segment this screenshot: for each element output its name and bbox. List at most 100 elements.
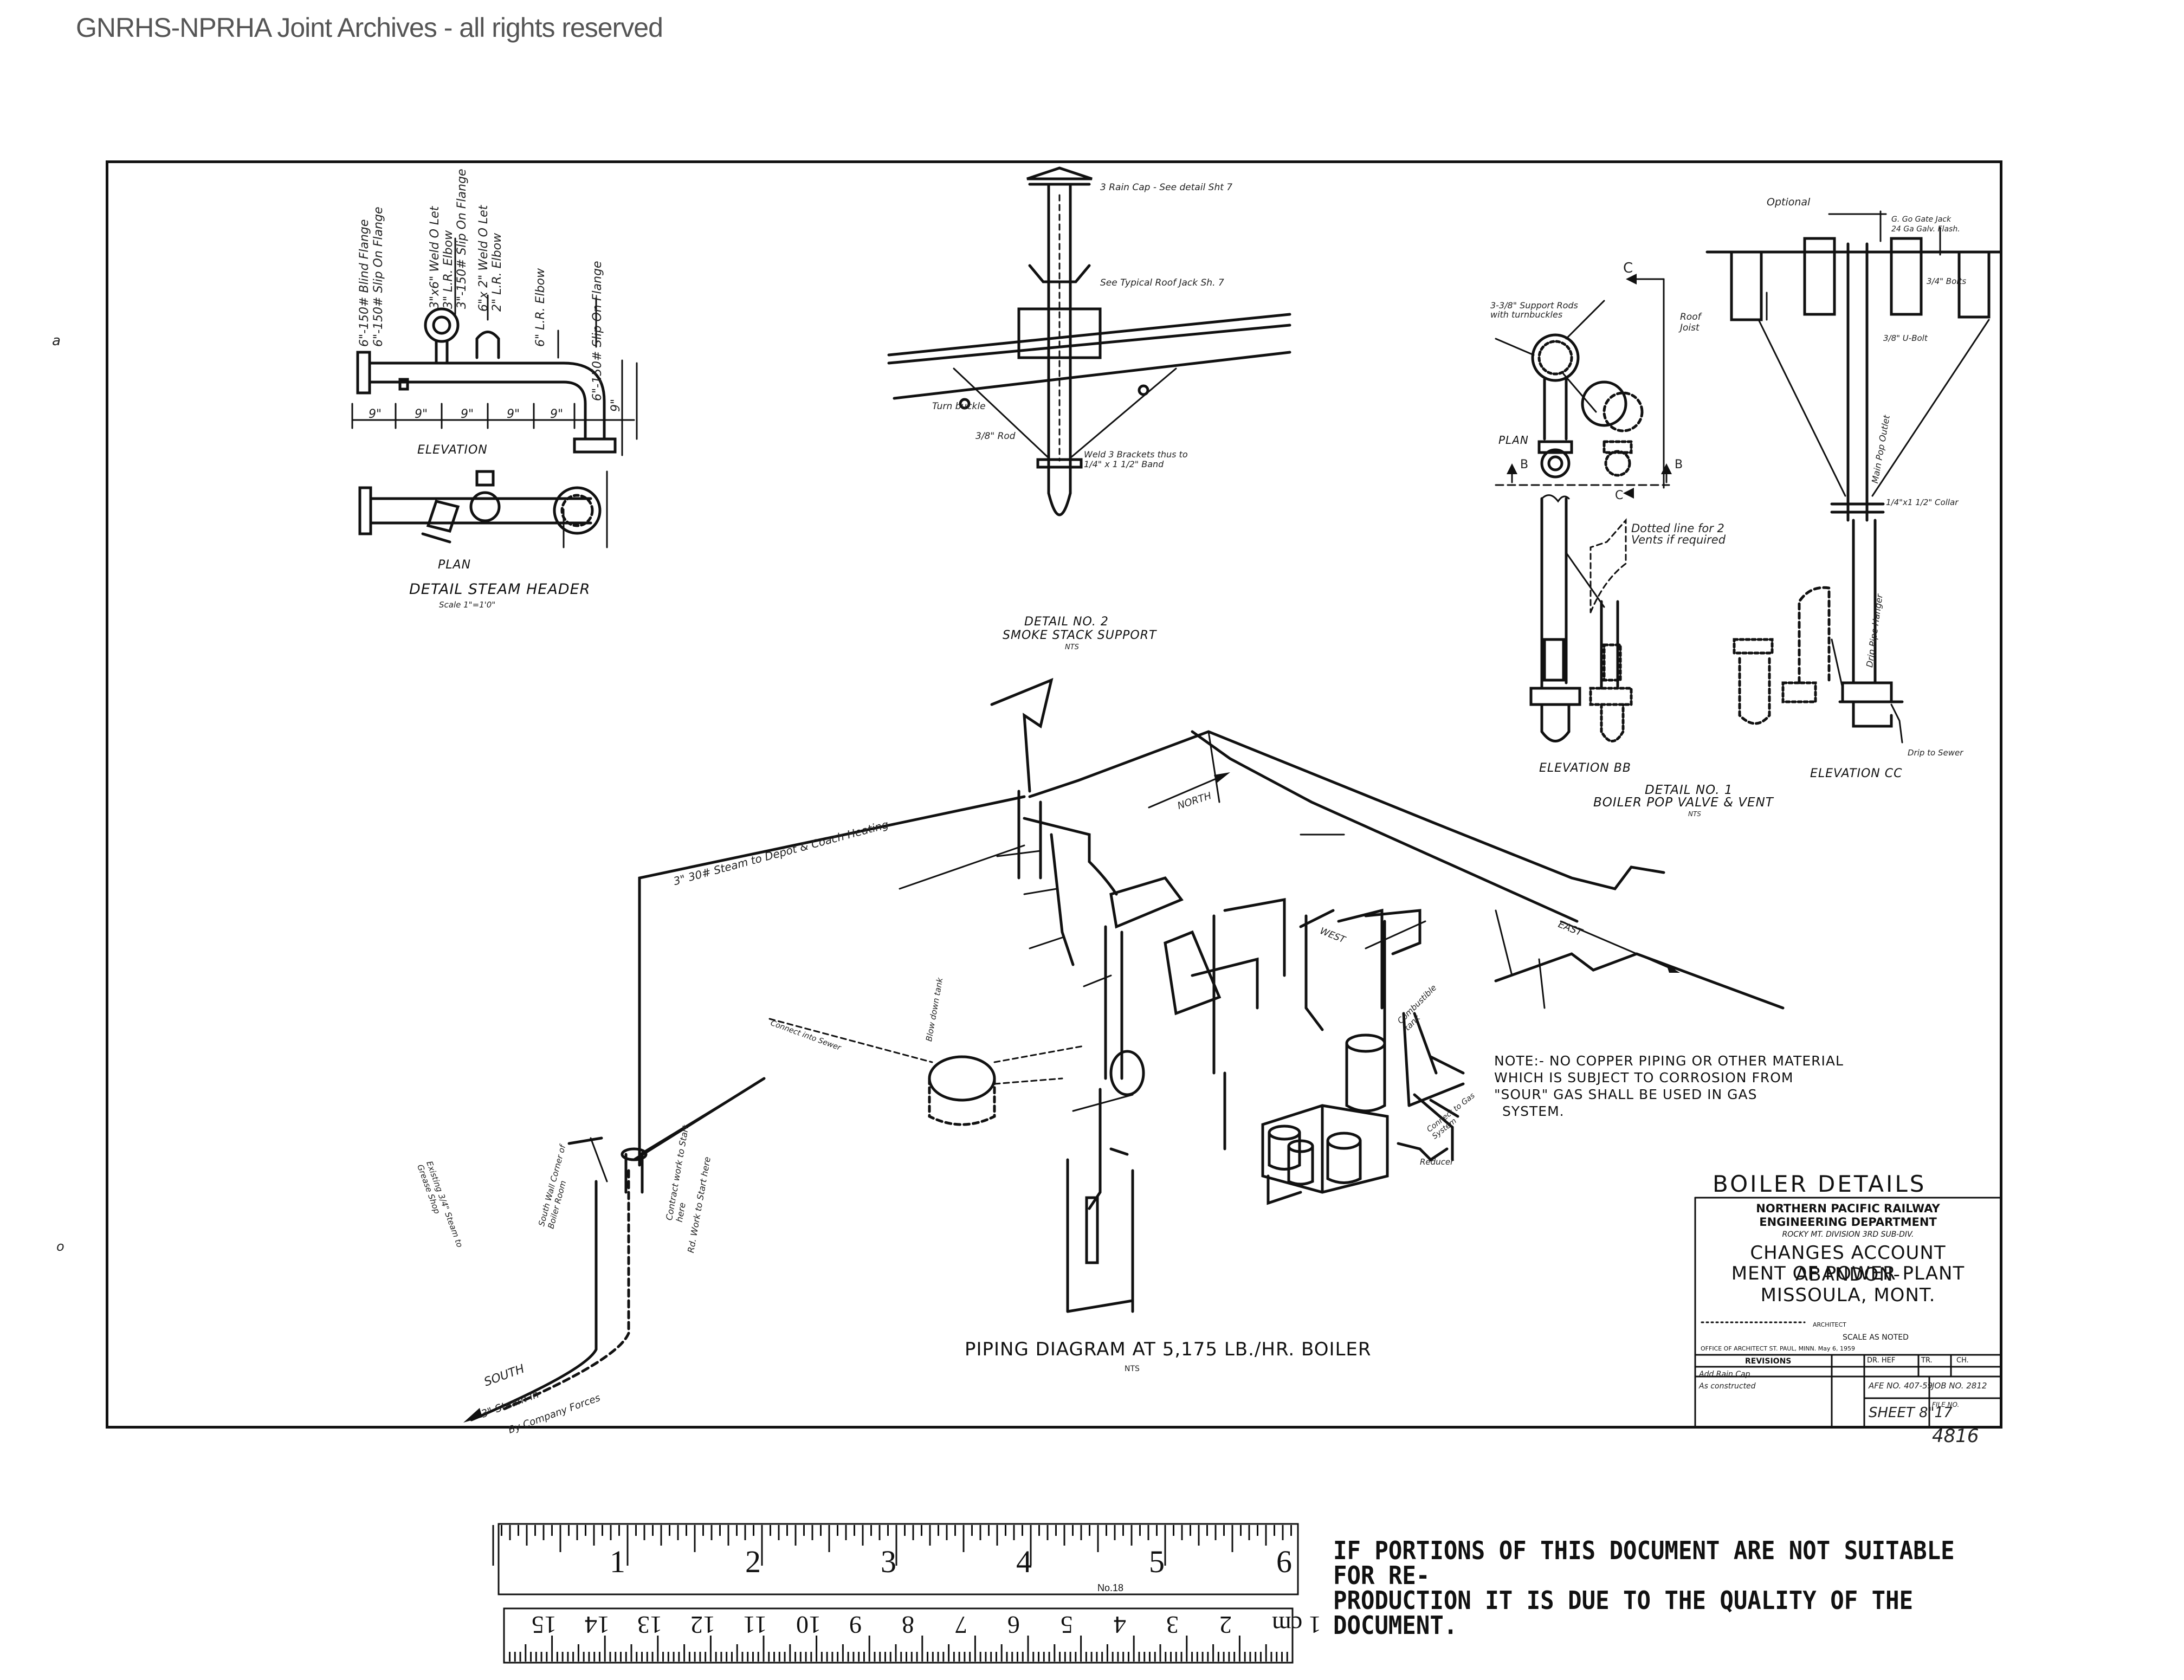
popvalve-collar: 1/4"x1 1/2" Collar: [1886, 497, 1959, 507]
popvalve-dotted-note: Dotted line for 2 Vents if required: [1631, 522, 1726, 546]
steam-header-elevation: [351, 237, 638, 456]
stack-rod: 3/8" Rod: [975, 431, 1016, 442]
pop-valve-plan: [1495, 278, 1670, 489]
ruler-cm-number: 10: [796, 1611, 821, 1639]
popvalve-optional: Optional: [1767, 196, 1811, 208]
header-dim-3: 9": [461, 408, 474, 421]
title-block-revisions: REVISIONS: [1745, 1357, 1792, 1366]
section-mark-c-top: C: [1623, 260, 1633, 276]
margin-mark-bottom: o: [56, 1239, 64, 1254]
header-plan-label: PLAN: [438, 558, 471, 572]
title-block-office: OFFICE OF ARCHITECT ST. PAUL, MINN. May …: [1701, 1345, 1855, 1352]
elevation-cc: [1705, 210, 2001, 744]
header-dim-1: 9": [369, 408, 382, 421]
title-block-line-1: CHANGES ACCOUNT ABANDON-: [1750, 1242, 1946, 1285]
popvalve-ubolt: 3/8" U-Bolt: [1883, 333, 1928, 343]
drawing-sheet-border: [106, 160, 2002, 1429]
header-label-elbow-2: 2" L.R. Elbow: [490, 232, 504, 312]
piping-nts: NTS: [1125, 1365, 1140, 1373]
title-block-job: JOB NO. 2812: [1932, 1381, 1987, 1391]
ruler-inch-2: 2: [745, 1544, 761, 1579]
title-block-file-number: 4816: [1932, 1425, 1979, 1447]
title-block-dept: ENGINEERING DEPARTMENT: [1759, 1216, 1937, 1229]
ruler-cm-number: 5: [1061, 1611, 1073, 1639]
piping-reducer: Reducer: [1420, 1157, 1454, 1167]
title-block-ch: CH.: [1956, 1356, 1969, 1365]
title-block-heading: BOILER DETAILS: [1713, 1171, 1927, 1197]
ruler-cm-number: 9: [849, 1611, 862, 1639]
ruler-cm-number: 15: [532, 1611, 557, 1639]
stack-nts: NTS: [1065, 643, 1079, 651]
popvalve-title-1: DETAIL NO. 1: [1645, 783, 1733, 797]
header-dim-5: 9": [550, 408, 564, 421]
stack-rain-cap: 3 Rain Cap - See detail Sht 7: [1100, 182, 1233, 193]
title-block-rev-1: Add Rain Cap: [1699, 1370, 1750, 1379]
header-label-slip-flange-6: 6"-150# Slip On Flange: [591, 261, 604, 401]
margin-mark-top: a: [52, 333, 61, 349]
warning-line-1: IF PORTIONS OF THIS DOCUMENT ARE NOT SUI…: [1333, 1536, 1955, 1590]
ruler-cm-number: 6: [1007, 1611, 1020, 1639]
steam-header-plan: [358, 470, 608, 548]
ruler-cm-number: 7: [954, 1611, 967, 1639]
stack-roof-jack: See Typical Roof Jack Sh. 7: [1100, 277, 1224, 288]
section-mark-b-right: B: [1675, 458, 1683, 471]
header-dim-2: 9": [415, 408, 428, 421]
title-block-file: FILE NO.: [1932, 1401, 1960, 1408]
title-block-grid: [1694, 1197, 2001, 1427]
popvalve-elev-cc: ELEVATION CC: [1810, 767, 1903, 780]
popvalve-plan-label: PLAN: [1498, 434, 1529, 447]
ruler-cm-number: 11: [743, 1611, 767, 1639]
section-mark-c-bottom: C: [1615, 489, 1624, 502]
popvalve-nts: NTS: [1688, 810, 1701, 818]
header-label-elbow-3: 3" L.R. Elbow: [442, 230, 455, 309]
title-block-dr: DR. HEF: [1867, 1356, 1896, 1365]
header-label-weldolet-6x2: 6"x 2" Weld O Let: [477, 205, 490, 312]
ruler-cm-number: 12: [690, 1611, 715, 1639]
note-line-3: "SOUR" GAS SHALL BE USED IN GAS: [1494, 1087, 1757, 1102]
title-block-rev-2: As constructed: [1699, 1382, 1756, 1391]
title-block-afe: AFE NO. 407-59: [1869, 1381, 1933, 1391]
ruler-cm-number: 4: [1113, 1611, 1126, 1639]
stack-title-2: SMOKE STACK SUPPORT: [1003, 629, 1157, 642]
header-elevation-label: ELEVATION: [417, 443, 488, 457]
elevation-bb: [1529, 494, 1633, 742]
popvalve-title-2: BOILER POP VALVE & VENT: [1593, 796, 1774, 810]
ruler-cm-number: 14: [584, 1611, 610, 1639]
ruler-cm-number: 3: [1166, 1611, 1179, 1639]
popvalve-go-flash: 24 Ga Galv. Flash.: [1891, 225, 1960, 234]
title-block-architect: ARCHITECT: [1813, 1321, 1846, 1328]
title-block-tr: TR.: [1921, 1356, 1933, 1365]
header-label-slip-flange: 6"-150# Slip On Flange: [372, 206, 385, 347]
note-line-2: WHICH IS SUBJECT TO CORROSION FROM: [1494, 1070, 1794, 1085]
warning-line-2: PRODUCTION IT IS DUE TO THE QUALITY OF T…: [1333, 1586, 1914, 1640]
smoke-stack-drawing: [887, 166, 1291, 516]
ruler-cm-number: 8: [902, 1611, 915, 1639]
header-label-blind-flange: 6"-150# Blind Flange: [358, 219, 371, 347]
title-block-division: ROCKY MT. DIVISION 3RD SUB-DIV.: [1782, 1230, 1914, 1239]
ruler-inch-1: 1: [610, 1544, 625, 1579]
note-block: NOTE:- NO COPPER PIPING OR OTHER MATERIA…: [1494, 1052, 1844, 1120]
header-label-elbow-6: 6" L.R. Elbow: [534, 268, 547, 347]
header-title: DETAIL STEAM HEADER: [409, 581, 591, 598]
note-line-1: NOTE:- NO COPPER PIPING OR OTHER MATERIA…: [1494, 1053, 1844, 1069]
header-label-weldolet-3x6: 3"x6" Weld O Let: [428, 206, 442, 309]
piping-isometric: [470, 677, 1785, 1421]
header-dim-6: 9": [609, 398, 623, 412]
ruler-cm-number: 1 cm: [1272, 1611, 1322, 1639]
title-block-line-3: MISSOULA, MONT.: [1760, 1284, 1936, 1306]
popvalve-support: 3-3/8" Support Rods with turnbuckles: [1490, 300, 1578, 320]
popvalve-bolts: 3/4" Bolts: [1927, 276, 1967, 286]
ruler-inch-4: 4: [1016, 1544, 1032, 1579]
ruler-cm-number: 13: [637, 1611, 663, 1639]
header-scale: Scale 1"=1'0": [439, 600, 496, 610]
stack-title-1: DETAIL NO. 2: [1024, 615, 1109, 629]
title-block-scale: SCALE AS NOTED: [1843, 1333, 1909, 1342]
archive-watermark: GNRHS-NPRHA Joint Archives - all rights …: [76, 12, 663, 43]
popvalve-go-gate: G. Go Gate Jack: [1891, 215, 1952, 224]
title-block-company: NORTHERN PACIFIC RAILWAY: [1756, 1202, 1940, 1215]
reproduction-warning: IF PORTIONS OF THIS DOCUMENT ARE NOT SUI…: [1333, 1538, 1981, 1638]
popvalve-roof-joist: Roof Joist: [1680, 312, 1701, 333]
ruler-inch-5: 5: [1149, 1544, 1165, 1579]
